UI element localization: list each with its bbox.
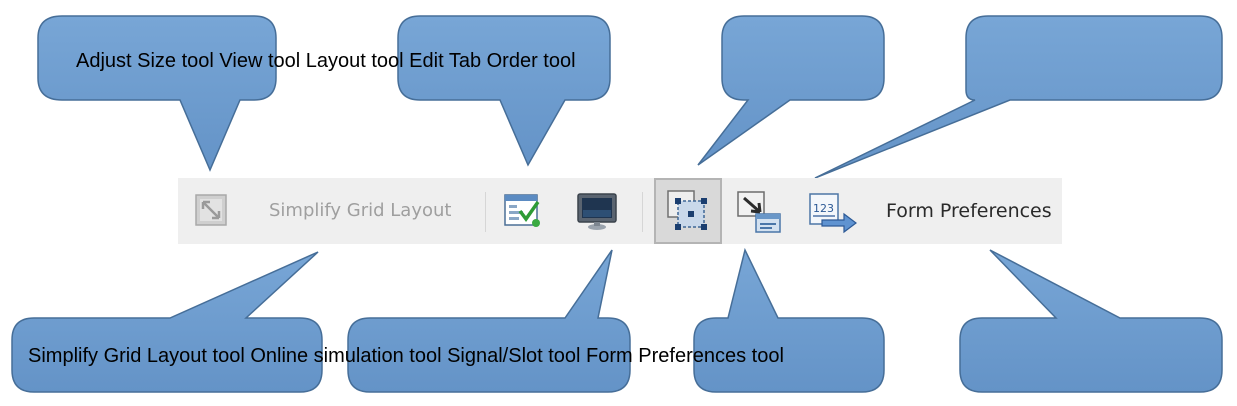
- numbered-arrow-icon: 123: [809, 193, 857, 234]
- monitor-icon: [577, 193, 617, 230]
- callout-bubble-layout: [697, 15, 885, 166]
- designer-toolbar: Simplify Grid Layout: [178, 178, 1062, 244]
- online-simulation-button[interactable]: [736, 190, 782, 238]
- callout-bubble-edit-tab-order: [814, 15, 1223, 179]
- adjust-size-button[interactable]: [193, 192, 231, 234]
- edit-tab-order-button[interactable]: [654, 178, 722, 244]
- form-preferences-button[interactable]: Form Preferences: [886, 200, 1052, 222]
- callout-caption-bottom: Simplify Grid Layout tool Online simulat…: [28, 345, 784, 367]
- callout-bubble-online-simulation: [347, 249, 631, 393]
- form-check-icon: [504, 194, 540, 227]
- callout-bubble-adjust-size: [37, 15, 277, 172]
- callout-bubble-form-preferences: [959, 249, 1223, 393]
- callout-caption-top: Adjust Size tool View tool Layout tool E…: [76, 50, 576, 72]
- layout-button[interactable]: [576, 190, 618, 238]
- simplify-grid-layout-button[interactable]: Simplify Grid Layout: [269, 200, 452, 221]
- signal-slot-button[interactable]: 123: [808, 190, 858, 238]
- callout-bubble-signal-slot: [693, 247, 885, 393]
- adjust-size-icon: [195, 194, 227, 226]
- view-button[interactable]: [502, 191, 542, 235]
- tab-order-icon: [667, 190, 707, 230]
- toolbar-separator: [642, 192, 643, 232]
- signal-slot-icon: [737, 191, 781, 233]
- svg-text:123: 123: [813, 202, 834, 215]
- toolbar-separator: [485, 192, 486, 232]
- callout-bubble-view: [397, 15, 611, 167]
- callout-bubble-simplify-grid-layout: [11, 251, 323, 393]
